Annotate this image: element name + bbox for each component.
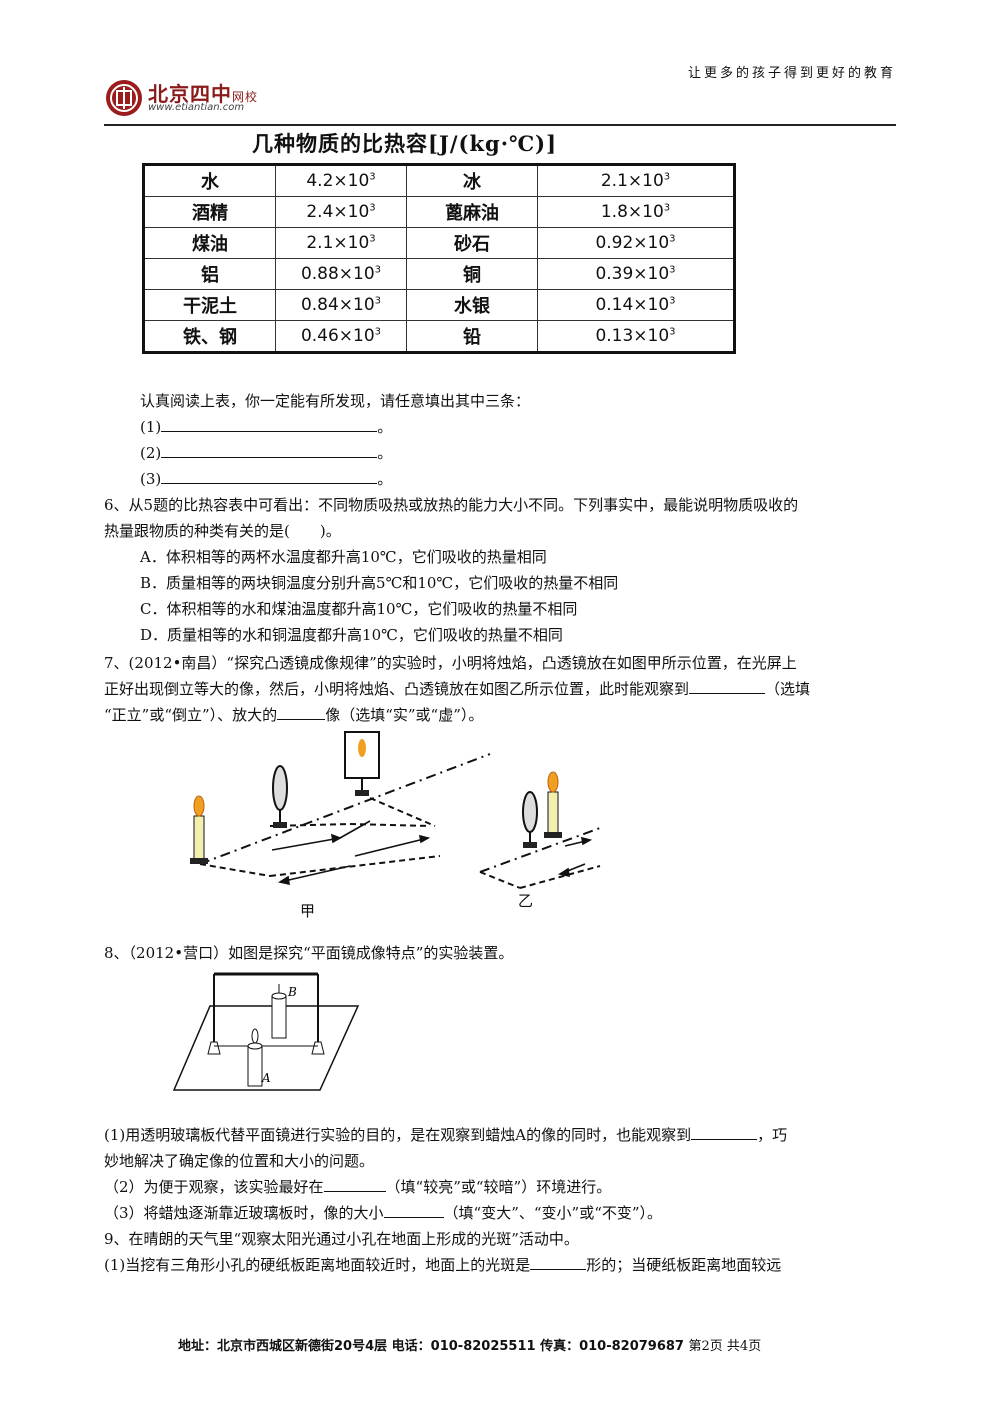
convex-lens-icon bbox=[272, 765, 288, 828]
page-footer: 地址：北京市西城区新德街20号4层 电话：010-82025511 传真：010… bbox=[178, 1339, 762, 1354]
specific-heat-value: 0.14×103 bbox=[537, 289, 735, 321]
q8-sub-1: (1)用透明玻璃板代替平面镜进行实验的目的，是在观察到蜡烛A的像的同时，也能观察… bbox=[104, 1122, 787, 1148]
specific-heat-value: 0.39×103 bbox=[537, 258, 735, 290]
q7-line-1: 7、(2012•南昌）“探究凸透镜成像规律”的实验时，小明将烛焰，凸透镜放在如图… bbox=[104, 654, 797, 672]
label-a: A bbox=[261, 1071, 271, 1085]
substance-name: 铝 bbox=[143, 258, 276, 290]
logo-url: www.etiantian.com bbox=[148, 102, 245, 113]
specific-heat-value: 1.8×103 bbox=[537, 196, 735, 228]
convex-lens-b-icon bbox=[522, 791, 538, 848]
q7-line-3: “正立”或“倒立”）、放大的像（选填“实”或“虚”）。 bbox=[104, 702, 483, 728]
substance-name: 煤油 bbox=[143, 227, 276, 259]
substance-name: 蓖麻油 bbox=[406, 196, 538, 228]
substance-name: 铜 bbox=[406, 258, 538, 290]
substance-name: 铁、钢 bbox=[143, 320, 276, 353]
substance-name: 砂石 bbox=[406, 227, 538, 259]
q6-option-a: A．体积相等的两杯水温度都升高10℃，它们吸收的热量相同 bbox=[140, 548, 547, 566]
q6-line-2: 热量跟物质的种类有关的是( )。 bbox=[104, 522, 341, 540]
q9-sub-1: (1)当挖有三角形小孔的硬纸板距离地面较近时，地面上的光斑是形的；当硬纸板距离地… bbox=[104, 1252, 781, 1278]
figure-label-jia: 甲 bbox=[300, 902, 316, 920]
specific-heat-value: 2.1×103 bbox=[275, 227, 407, 259]
specific-heat-value: 2.1×103 bbox=[537, 164, 735, 197]
substance-name: 酒精 bbox=[143, 196, 276, 228]
substance-name: 冰 bbox=[406, 164, 538, 197]
substance-name: 水 bbox=[143, 164, 276, 197]
candle-left-icon bbox=[190, 795, 208, 864]
figure-label-yi: 乙 bbox=[518, 892, 534, 910]
lens-experiment-figure bbox=[190, 731, 601, 889]
q8-sub-3: （3）将蜡烛逐渐靠近玻璃板时，像的大小（填“变大”、“变小”或“不变”）。 bbox=[104, 1200, 662, 1226]
candle-a-icon bbox=[247, 1028, 263, 1087]
candle-b-icon bbox=[271, 984, 287, 1039]
specific-heat-value: 2.4×103 bbox=[275, 196, 407, 228]
q6-line-1: 6、从5题的比热容表中可看出：不同物质吸热或放热的能力大小不同。下列事实中，最能… bbox=[104, 496, 799, 514]
specific-heat-value: 0.46×103 bbox=[275, 320, 407, 353]
q5-blank-3: (3)。 bbox=[140, 466, 392, 492]
logo-name: 北京四中网校 bbox=[148, 82, 259, 106]
specific-heat-value: 0.13×103 bbox=[537, 320, 735, 353]
q8-line-1: 8、（2012•营口）如图是探究“平面镜成像特点”的实验装置。 bbox=[104, 944, 514, 962]
specific-heat-value: 0.88×103 bbox=[275, 258, 407, 290]
q6-option-c: C．体积相等的水和煤油温度都升高10℃，它们吸收的热量不相同 bbox=[140, 600, 578, 618]
label-b: B bbox=[287, 985, 297, 999]
optical-axis-line bbox=[199, 753, 491, 865]
header-slogan: 让更多的孩子得到更好的教育 bbox=[687, 66, 896, 81]
specific-heat-value: 0.92×103 bbox=[537, 227, 735, 259]
q7-line-2: 正好出现倒立等大的像，然后，小明将烛焰、凸透镜放在如图乙所示位置，此时能观察到（… bbox=[104, 676, 810, 702]
q5-blank-1: (1)。 bbox=[140, 414, 392, 440]
header-divider bbox=[104, 124, 896, 126]
plane-mirror-figure: B A bbox=[172, 972, 360, 1091]
table-title: 几种物质的比热容[J/(kg·℃)] bbox=[252, 131, 558, 156]
q8-sub-2: （2）为便于观察，该实验最好在（填“较亮”或“较暗”）环境进行。 bbox=[104, 1174, 611, 1200]
q5-intro: 认真阅读上表，你一定能有所发现，请任意填出其中三条： bbox=[140, 392, 531, 410]
specific-heat-value: 0.84×103 bbox=[275, 289, 407, 321]
q6-option-b: B．质量相等的两块铜温度分别升高5℃和10℃，它们吸收的热量不相同 bbox=[140, 574, 619, 592]
q6-option-d: D．质量相等的水和铜温度都升高10℃，它们吸收的热量不相同 bbox=[140, 626, 563, 644]
substance-name: 铅 bbox=[406, 320, 538, 353]
specific-heat-value: 4.2×103 bbox=[275, 164, 407, 197]
substance-name: 干泥土 bbox=[143, 289, 276, 321]
logo-emblem-icon bbox=[106, 80, 142, 116]
q9-line-1: 9、在晴朗的天气里“观察太阳光通过小孔在地面上形成的光斑”活动中。 bbox=[104, 1230, 579, 1248]
substance-name: 水银 bbox=[406, 289, 538, 321]
q5-blank-2: (2)。 bbox=[140, 440, 392, 466]
light-screen-icon bbox=[344, 731, 380, 796]
candle-right-icon bbox=[544, 771, 562, 838]
q8-sub-1-cont: 妙地解决了确定像的位置和大小的问题。 bbox=[104, 1152, 375, 1170]
